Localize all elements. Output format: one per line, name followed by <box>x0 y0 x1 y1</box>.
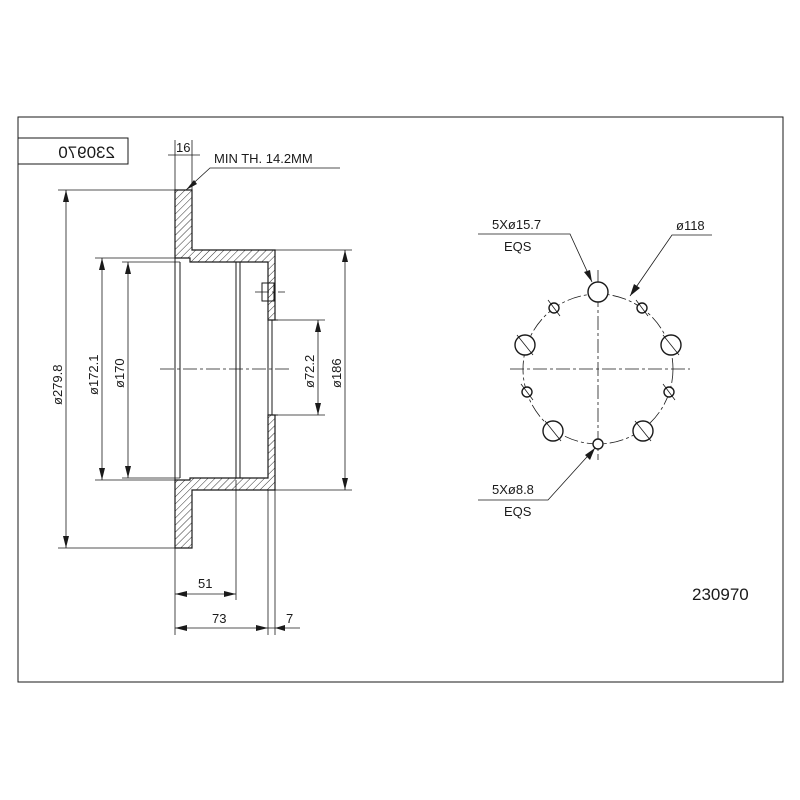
dim-73-label: 73 <box>212 611 226 626</box>
dim-722-label: ø72.2 <box>302 355 317 388</box>
dim-186-arrow-top <box>342 250 348 262</box>
section-bottom <box>174 414 276 549</box>
dim-2798-arrow-top <box>63 190 69 202</box>
side-view: 16 MIN TH. 14.2MM ø279.8 ø172.1 ø170 ø72 <box>50 140 352 635</box>
large-hole-4-mark <box>544 420 562 442</box>
dim-73-arrow-left <box>175 625 187 631</box>
small-hole-1-mark <box>635 299 649 317</box>
dim-51-arrow-left <box>175 591 187 597</box>
dim-51-label: 51 <box>198 576 212 591</box>
dim-7-label: 7 <box>286 611 293 626</box>
min-thickness-arrow <box>186 180 197 190</box>
drawing-frame <box>17 116 784 683</box>
small-holes-leader <box>478 447 596 501</box>
small-hole-4-mark <box>520 383 534 401</box>
dim-7-arrow <box>275 625 285 631</box>
dim-1721-label: ø172.1 <box>86 355 101 395</box>
bolt-holes-leader <box>478 233 593 283</box>
small-hole-3 <box>592 438 604 450</box>
pcd-leader <box>629 234 712 297</box>
small-holes <box>520 299 676 450</box>
part-code: 230970 <box>692 585 749 604</box>
min-thickness-leader <box>185 167 340 191</box>
bolt-holes-eqs: EQS <box>504 239 532 254</box>
dim-170-label: ø170 <box>112 358 127 388</box>
dim-2798-label: ø279.8 <box>50 365 65 405</box>
dim-51-arrow-right <box>224 591 236 597</box>
front-view: 5Xø15.7 EQS ø118 5Xø8.8 EQS <box>478 217 712 519</box>
dim-722-arrow-top <box>315 320 321 332</box>
small-hole-5-mark <box>547 299 561 317</box>
large-hole-1 <box>587 281 609 303</box>
dim-186-arrow-bottom <box>342 478 348 490</box>
dim-1721-arrow-top <box>99 258 105 270</box>
title-block: 230970 <box>17 137 129 165</box>
dim-170-arrow-top <box>125 262 131 274</box>
dim-186-label: ø186 <box>329 358 344 388</box>
dim-722-arrow-bottom <box>315 403 321 415</box>
large-hole-5-mark <box>516 334 534 356</box>
small-hole-2-mark <box>662 383 676 401</box>
dim-73-arrow-right <box>256 625 268 631</box>
section-top <box>174 189 276 321</box>
pcd-arrow <box>630 284 640 296</box>
dim-16-label: 16 <box>176 140 190 155</box>
min-thickness-label: MIN TH. 14.2MM <box>214 151 313 166</box>
large-holes <box>514 281 682 442</box>
bolt-holes-arrow <box>584 270 592 282</box>
dim-2798-arrow-bottom <box>63 536 69 548</box>
bolt-holes-label: 5Xø15.7 <box>492 217 541 232</box>
large-hole-2-mark <box>662 334 680 356</box>
title-block-box <box>17 137 129 165</box>
small-holes-eqs: EQS <box>504 504 532 519</box>
dim-170-arrow-bottom <box>125 466 131 478</box>
large-hole-3-mark <box>634 420 652 442</box>
pcd-label: ø118 <box>676 218 705 233</box>
small-holes-arrow <box>585 448 595 460</box>
small-holes-label: 5Xø8.8 <box>492 482 534 497</box>
title-block-code-mirrored: 230970 <box>58 143 115 162</box>
dim-1721-arrow-bottom <box>99 468 105 480</box>
